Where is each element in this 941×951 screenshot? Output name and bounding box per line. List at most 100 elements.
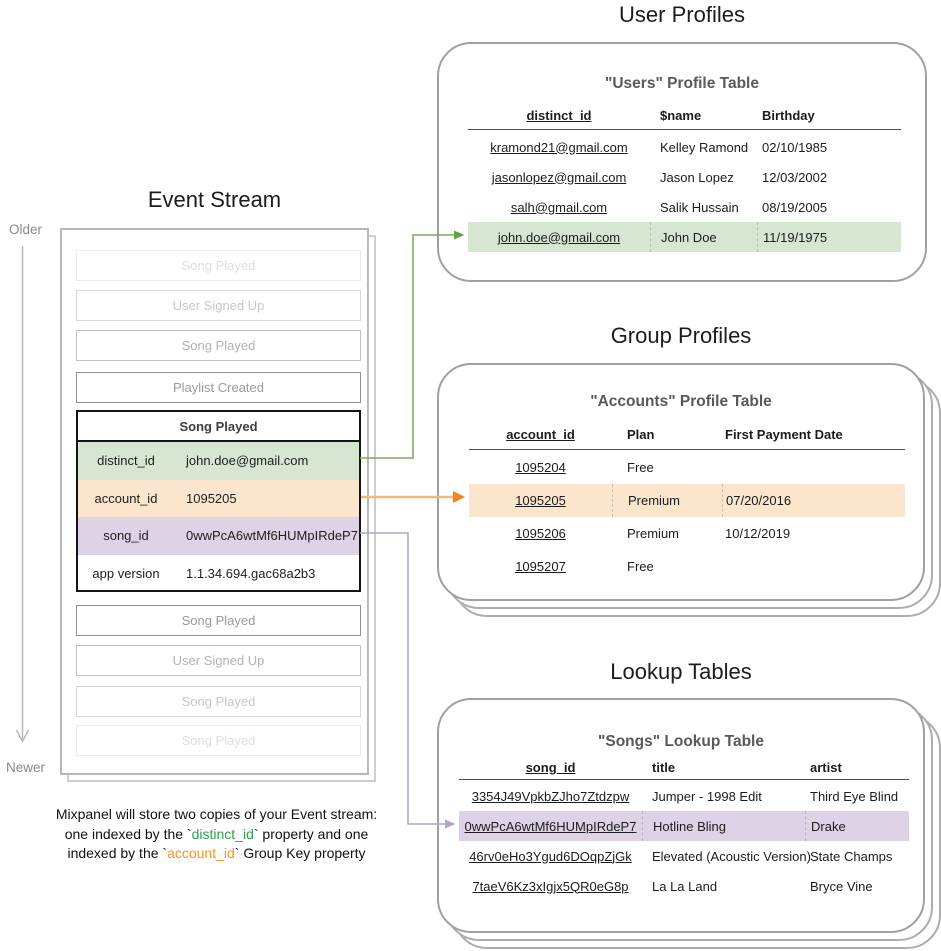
cell-first-payment-date: 10/12/2019 bbox=[725, 526, 791, 541]
cell-birthday: 12/03/2002 bbox=[762, 169, 828, 185]
cell-plan: Premium bbox=[612, 484, 722, 517]
table-row: 1095207 Free bbox=[469, 550, 905, 583]
event-box: User Signed Up bbox=[76, 290, 361, 321]
table-row-highlighted: john.doe@gmail.com John Doe 11/19/1975 bbox=[468, 222, 901, 252]
property-value: 0wwPcA6wtMf6HUMpIRdeP7 bbox=[186, 528, 358, 544]
cell-distinct-id: john.doe@gmail.com bbox=[497, 229, 621, 245]
cell-song-id: 3354J49VpkbZJho7Ztdzpw bbox=[471, 788, 630, 804]
group-profiles-card: "Accounts" Profile Table account_id Plan… bbox=[437, 363, 925, 601]
lookup-tables-title: Lookup Tables bbox=[610, 659, 752, 684]
table-row: 1095204 Free bbox=[469, 451, 905, 484]
accounts-table-header: account_id Plan First Payment Date bbox=[469, 420, 905, 448]
cell-title: Jumper - 1998 Edit bbox=[652, 788, 762, 804]
column-header-name: $name bbox=[660, 107, 702, 123]
user-profiles-card: "Users" Profile Table distinct_id $name … bbox=[437, 42, 927, 282]
older-label: Older bbox=[9, 222, 43, 237]
cell-title: La La Land bbox=[652, 878, 718, 894]
table-row: kramond21@gmail.com Kelley Ramond 02/10/… bbox=[468, 132, 901, 162]
property-key: account_id bbox=[94, 490, 158, 506]
column-header-first-payment-date: First Payment Date bbox=[725, 426, 843, 442]
event-box: Song Played bbox=[76, 686, 361, 717]
event-box: Song Played bbox=[76, 250, 361, 281]
event-box-label: Song Played bbox=[181, 694, 256, 709]
event-property-row-app-version: app version 1.1.34.694.gac68a2b3 bbox=[78, 555, 359, 593]
column-header-song-id: song_id bbox=[525, 759, 576, 775]
cell-birthday: 11/19/1975 bbox=[757, 222, 901, 252]
event-box: Song Played bbox=[76, 330, 361, 361]
caption-text: ` property and one bbox=[253, 825, 369, 842]
cell-title: Elevated (Acoustic Version) bbox=[652, 848, 811, 864]
caption-line-3: indexed by the `account_id` Group Key pr… bbox=[44, 844, 389, 864]
column-header-plan: Plan bbox=[627, 426, 655, 442]
caption-text: Mixpanel will store two copies of your E… bbox=[55, 806, 378, 822]
cell-plan: Premium bbox=[627, 526, 680, 541]
cell-song-id: 46rv0eHo3Ygud6DOqpZjGk bbox=[469, 848, 632, 864]
column-header-birthday: Birthday bbox=[762, 107, 815, 123]
cell-song-id: 7taeV6Kz3xIgjx5QR0eG8p bbox=[472, 878, 629, 894]
songs-table-title: "Songs" Lookup Table bbox=[598, 733, 764, 750]
lookup-tables-card: "Songs" Lookup Table song_id title artis… bbox=[437, 698, 925, 933]
songs-table-header: song_id title artist bbox=[459, 753, 909, 781]
property-value: 1095205 bbox=[186, 490, 237, 506]
table-row: 3354J49VpkbZJho7Ztdzpw Jumper - 1998 Edi… bbox=[459, 781, 909, 811]
cell-song-id: 0wwPcA6wtMf6HUMpIRdeP7 bbox=[464, 818, 637, 834]
cell-account-id: 1095206 bbox=[515, 526, 566, 541]
cell-distinct-id: kramond21@gmail.com bbox=[490, 139, 628, 155]
event-box-label: Song Played bbox=[181, 338, 256, 353]
expanded-event-card: Song Played distinct_id john.doe@gmail.c… bbox=[76, 410, 361, 592]
cell-account-id: 1095205 bbox=[515, 493, 566, 508]
caption: Mixpanel will store two copies of your E… bbox=[44, 805, 389, 864]
cell-distinct-id: jasonlopez@gmail.com bbox=[491, 169, 627, 185]
event-box: User Signed Up bbox=[76, 645, 361, 676]
users-table-title: "Users" Profile Table bbox=[605, 75, 759, 92]
header-rule bbox=[459, 779, 909, 780]
table-row-highlighted: 0wwPcA6wtMf6HUMpIRdeP7 Hotline Bling Dra… bbox=[459, 811, 909, 841]
event-box: Song Played bbox=[76, 605, 361, 636]
cell-artist: Third Eye Blind bbox=[810, 788, 899, 804]
cell-first-payment-date: 07/20/2016 bbox=[722, 484, 905, 517]
cell-artist: Bryce Vine bbox=[810, 878, 873, 894]
caption-text: ` Group Key property bbox=[234, 845, 366, 861]
event-property-row-account-id: account_id 1095205 bbox=[78, 479, 359, 517]
cell-first-payment-date bbox=[722, 451, 905, 484]
table-row: 7taeV6Kz3xIgjx5QR0eG8p La La Land Bryce … bbox=[459, 871, 909, 901]
header-rule bbox=[468, 129, 901, 130]
event-box-label: User Signed Up bbox=[172, 653, 265, 668]
cell-name: Salik Hussain bbox=[660, 199, 739, 215]
property-key: song_id bbox=[103, 528, 149, 544]
group-profiles-title: Group Profiles bbox=[610, 323, 752, 348]
timeline-arrowhead-icon bbox=[15, 729, 30, 744]
caption-line-1: Mixpanel will store two copies of your E… bbox=[44, 805, 389, 825]
caption-line-2: one indexed by the `distinct_id` propert… bbox=[44, 825, 389, 845]
users-table-header: distinct_id $name Birthday bbox=[468, 101, 901, 129]
event-box: Song Played bbox=[76, 725, 361, 756]
event-stream-frame: Song Played User Signed Up Song Played P… bbox=[60, 228, 369, 775]
cell-plan: Free bbox=[627, 460, 654, 475]
column-header-artist: artist bbox=[810, 759, 842, 775]
user-profiles-title: User Profiles bbox=[619, 2, 745, 27]
accounts-table-title: "Accounts" Profile Table bbox=[590, 393, 772, 410]
table-row: jasonlopez@gmail.com Jason Lopez 12/03/2… bbox=[468, 162, 901, 192]
header-rule bbox=[469, 449, 905, 450]
property-key: app version bbox=[92, 565, 160, 581]
property-key: distinct_id bbox=[97, 453, 155, 469]
table-row: 1095206 Premium 10/12/2019 bbox=[469, 517, 905, 550]
table-row: 46rv0eHo3Ygud6DOqpZjGk Elevated (Acousti… bbox=[459, 841, 909, 871]
event-box-label: User Signed Up bbox=[172, 298, 265, 313]
column-header-distinct-id: distinct_id bbox=[526, 107, 592, 123]
event-box-label: Playlist Created bbox=[172, 380, 265, 395]
cell-birthday: 08/19/2005 bbox=[762, 199, 828, 215]
cell-distinct-id: salh@gmail.com bbox=[510, 199, 608, 215]
event-box-label: Song Played bbox=[181, 733, 256, 748]
column-header-account-id: account_id bbox=[506, 426, 575, 442]
event-property-row-song-id: song_id 0wwPcA6wtMf6HUMpIRdeP7 bbox=[78, 517, 359, 555]
event-box-label: Song Played bbox=[181, 613, 256, 628]
cell-birthday: 02/10/1985 bbox=[762, 139, 828, 155]
event-property-row-distinct-id: distinct_id john.doe@gmail.com bbox=[78, 442, 359, 480]
cell-title: Hotline Bling bbox=[642, 811, 805, 841]
column-header-title: title bbox=[652, 759, 676, 775]
caption-account-id: account_id bbox=[167, 845, 235, 861]
newer-label: Newer bbox=[6, 760, 46, 775]
cell-first-payment-date bbox=[722, 550, 905, 583]
